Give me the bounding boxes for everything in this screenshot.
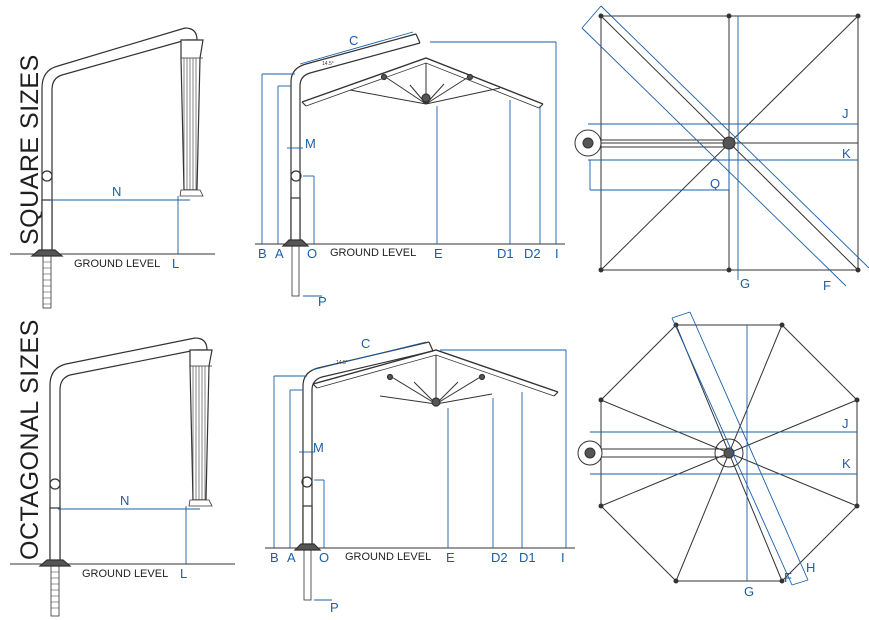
dim-label-A: A (287, 550, 296, 565)
dim-label-I: I (555, 246, 559, 261)
dim-label-D2: D2 (524, 246, 541, 261)
ground-level-label: GROUND LEVEL (330, 247, 416, 259)
dim-label-M: M (305, 136, 316, 151)
octagonal-top-view (577, 322, 860, 584)
square-closed-side-view (10, 27, 215, 309)
octagonal-closed-side-view (10, 337, 235, 617)
dim-label-D1: D1 (519, 550, 536, 565)
dim-label-Q: Q (710, 176, 720, 191)
octagonal-open-dimensions (273, 341, 567, 601)
dim-label-F: F (784, 570, 792, 585)
dim-label-D1: D1 (497, 246, 514, 261)
dim-label-L: L (172, 256, 179, 271)
dim-label-K: K (842, 456, 851, 471)
dim-label-B: B (258, 246, 267, 261)
angle-label: 14.5° (322, 61, 334, 67)
dim-label-L: L (180, 566, 187, 581)
octagonal-closed-dimensions (58, 506, 200, 564)
octagonal-open-side-view (265, 341, 575, 601)
square-open-dimensions (261, 31, 557, 297)
square-top-view (574, 13, 861, 273)
dim-label-I: I (561, 550, 565, 565)
dim-label-H: H (806, 560, 815, 575)
square-open-side-view (255, 33, 565, 297)
octagonal-sizes-title: OCTAGONAL SIZES (16, 319, 44, 560)
ground-level-label: GROUND LEVEL (74, 258, 160, 270)
dim-label-N: N (112, 184, 121, 199)
square-top-dimensions (581, 5, 869, 287)
dim-label-C: C (349, 33, 358, 48)
dim-label-G: G (740, 276, 750, 291)
dim-label-C: C (361, 336, 370, 351)
dim-label-J: J (842, 416, 849, 431)
dim-label-P: P (330, 600, 339, 615)
square-sizes-title: SQUARE SIZES (16, 54, 44, 245)
dim-label-D2: D2 (491, 550, 508, 565)
dim-label-A: A (275, 246, 284, 261)
dim-label-J: J (842, 106, 849, 121)
angle-label: 14.5° (336, 360, 348, 366)
ground-level-label: GROUND LEVEL (82, 568, 168, 580)
dim-label-F: F (823, 278, 831, 293)
octagonal-top-dimensions (590, 311, 857, 586)
dim-label-G: G (744, 584, 754, 599)
dim-label-P: P (318, 294, 327, 309)
dim-label-B: B (270, 550, 279, 565)
dim-label-O: O (307, 246, 317, 261)
ground-level-label: GROUND LEVEL (345, 551, 431, 563)
dim-label-E: E (446, 550, 455, 565)
dim-label-K: K (842, 146, 851, 161)
dim-label-M: M (313, 440, 324, 455)
square-closed-dimensions (50, 196, 190, 254)
dim-label-N: N (120, 493, 129, 508)
dim-label-E: E (434, 246, 443, 261)
dim-label-O: O (319, 550, 329, 565)
